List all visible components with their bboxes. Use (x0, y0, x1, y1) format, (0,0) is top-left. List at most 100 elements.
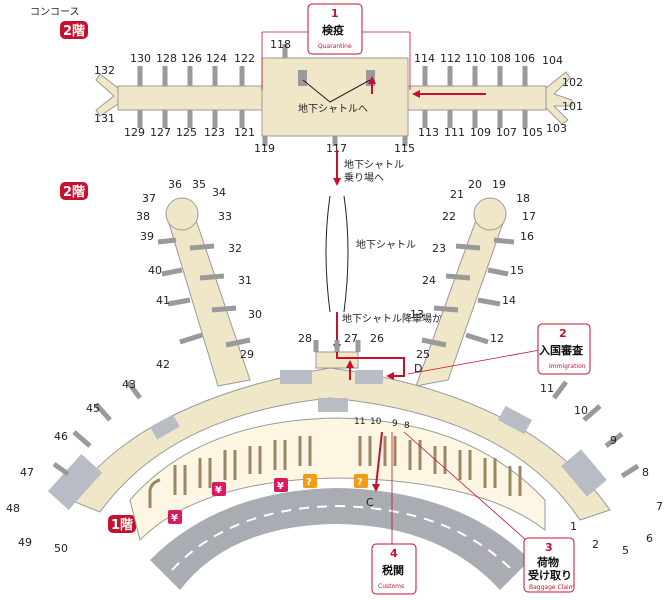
gate-label: 102 (562, 76, 583, 89)
gate-label: 47 (20, 466, 34, 479)
gate-label: 118 (270, 38, 291, 51)
gate-label: 105 (522, 126, 543, 139)
concourse-building (95, 57, 573, 137)
gate-label: 17 (522, 210, 536, 223)
gate-label: 29 (240, 348, 254, 361)
concourse-route-arrow (368, 76, 486, 98)
shuttle-exit-label: 地下シャトル降車場から (342, 312, 452, 325)
gate-label: 36 (168, 178, 182, 191)
gate-label: 123 (204, 126, 225, 139)
gate-label: 27 (344, 332, 358, 345)
gate-label: 111 (444, 126, 465, 139)
gate-label: 119 (254, 142, 275, 155)
shuttle-station-icons (298, 70, 375, 103)
callout-subtitle: Baggage Claim (529, 584, 575, 591)
callout-subtitle: Immigration (549, 363, 586, 370)
gate-label: 7 (656, 500, 663, 513)
callout-quarantine: 1 検疫 Quarantine (261, 3, 411, 90)
callout-number: 3 (545, 541, 553, 554)
gate-label: 109 (470, 126, 491, 139)
gate-label: 107 (496, 126, 517, 139)
gate-label: 130 (130, 52, 151, 65)
callout-baggage-claim: 3 荷物 受け取り Baggage Claim (403, 431, 575, 593)
gate-label: 14 (502, 294, 516, 307)
gate-label: 48 (6, 502, 20, 515)
gate-label: 110 (465, 52, 486, 65)
gate-label: 24 (422, 274, 436, 287)
callout-number: 4 (390, 547, 398, 560)
gate-label: 10 (574, 404, 588, 417)
gate-label: 113 (418, 126, 439, 139)
concourse-shuttle-label: 地下シャトルへ (298, 102, 368, 115)
gate-label: 22 (442, 210, 456, 223)
gate-label: 117 (326, 142, 347, 155)
gate-label: 129 (124, 126, 145, 139)
gate-label: 25 (416, 348, 430, 361)
gate-label: 122 (234, 52, 255, 65)
gate-label: 37 (142, 192, 156, 205)
gate-label: 104 (542, 54, 563, 67)
floor-badge-concourse: 2階 (60, 21, 88, 39)
belt-label: 8 (404, 421, 410, 431)
gate-label: 31 (238, 274, 252, 287)
belt-label: 10 (370, 417, 382, 427)
shuttle-line-label: 地下シャトル (356, 238, 416, 251)
concourse-gate-labels: 130 128 126 124 122 118 114 112 110 108 … (94, 38, 583, 155)
callout-subtitle: Quarantine (318, 43, 352, 50)
yen-icon-glyph: ¥ (171, 513, 178, 524)
callout-title: 受け取り (528, 568, 572, 582)
gate-label: 103 (546, 122, 567, 135)
letter-c: C (366, 496, 374, 509)
gate-label: 114 (414, 52, 435, 65)
callout-subtitle: Customs (378, 583, 404, 590)
level1-hall (129, 417, 546, 590)
gate-label: 19 (492, 178, 506, 191)
belt-numbers: 11 10 9 8 D C (354, 362, 422, 509)
callout-customs: 4 税関 Customs (371, 432, 417, 595)
gate-label: 50 (54, 542, 68, 555)
information-icon-glyph: ? (357, 477, 363, 488)
letter-d: D (414, 362, 422, 375)
gate-label: 39 (140, 230, 154, 243)
callout-title: 検疫 (322, 23, 344, 37)
gate-label: 20 (468, 178, 482, 191)
shuttle-board-label: 地下シャトル (344, 158, 404, 171)
gate-label: 26 (370, 332, 384, 345)
gate-label: 9 (610, 434, 617, 447)
yen-icon: ¥ (212, 482, 226, 496)
gate-label: 124 (206, 52, 227, 65)
gate-label: 106 (514, 52, 535, 65)
gate-label: 132 (94, 64, 115, 77)
gate-label: 115 (394, 142, 415, 155)
gate-label: 23 (432, 242, 446, 255)
information-icon: ? (303, 474, 317, 488)
gate-label: 6 (646, 532, 653, 545)
gate-label: 13 (410, 308, 424, 321)
terminal-gate-labels: 37 36 35 34 38 33 39 32 40 31 41 30 29 4… (6, 178, 663, 557)
gate-label: 28 (298, 332, 312, 345)
floor-badge-terminal-label: 2階 (63, 184, 85, 200)
shuttle-board-label: 乗り場へ (344, 171, 384, 184)
gate-label: 21 (450, 188, 464, 201)
callout-number: 1 (331, 7, 339, 20)
gate-label: 34 (212, 186, 226, 199)
gate-label: 46 (54, 430, 68, 443)
yen-icon-glyph: ¥ (215, 485, 222, 496)
gate-label: 33 (218, 210, 232, 223)
gate-label: 125 (176, 126, 197, 139)
callout-number: 2 (559, 327, 567, 340)
gate-label: 101 (562, 100, 583, 113)
yen-icon: ¥ (168, 510, 182, 524)
information-icon: ? (354, 474, 368, 488)
gate-label: 49 (18, 536, 32, 549)
gate-label: 42 (156, 358, 170, 371)
gate-label: 12 (490, 332, 504, 345)
yen-icon: ¥ (274, 478, 288, 492)
gate-label: 41 (156, 294, 170, 307)
terminal-building (47, 197, 611, 521)
gate-label: 127 (150, 126, 171, 139)
gate-label: 8 (642, 466, 649, 479)
gate-label: 112 (440, 52, 461, 65)
callout-immigration: 2 入国審査 Immigration (407, 323, 591, 375)
gate-label: 108 (490, 52, 511, 65)
